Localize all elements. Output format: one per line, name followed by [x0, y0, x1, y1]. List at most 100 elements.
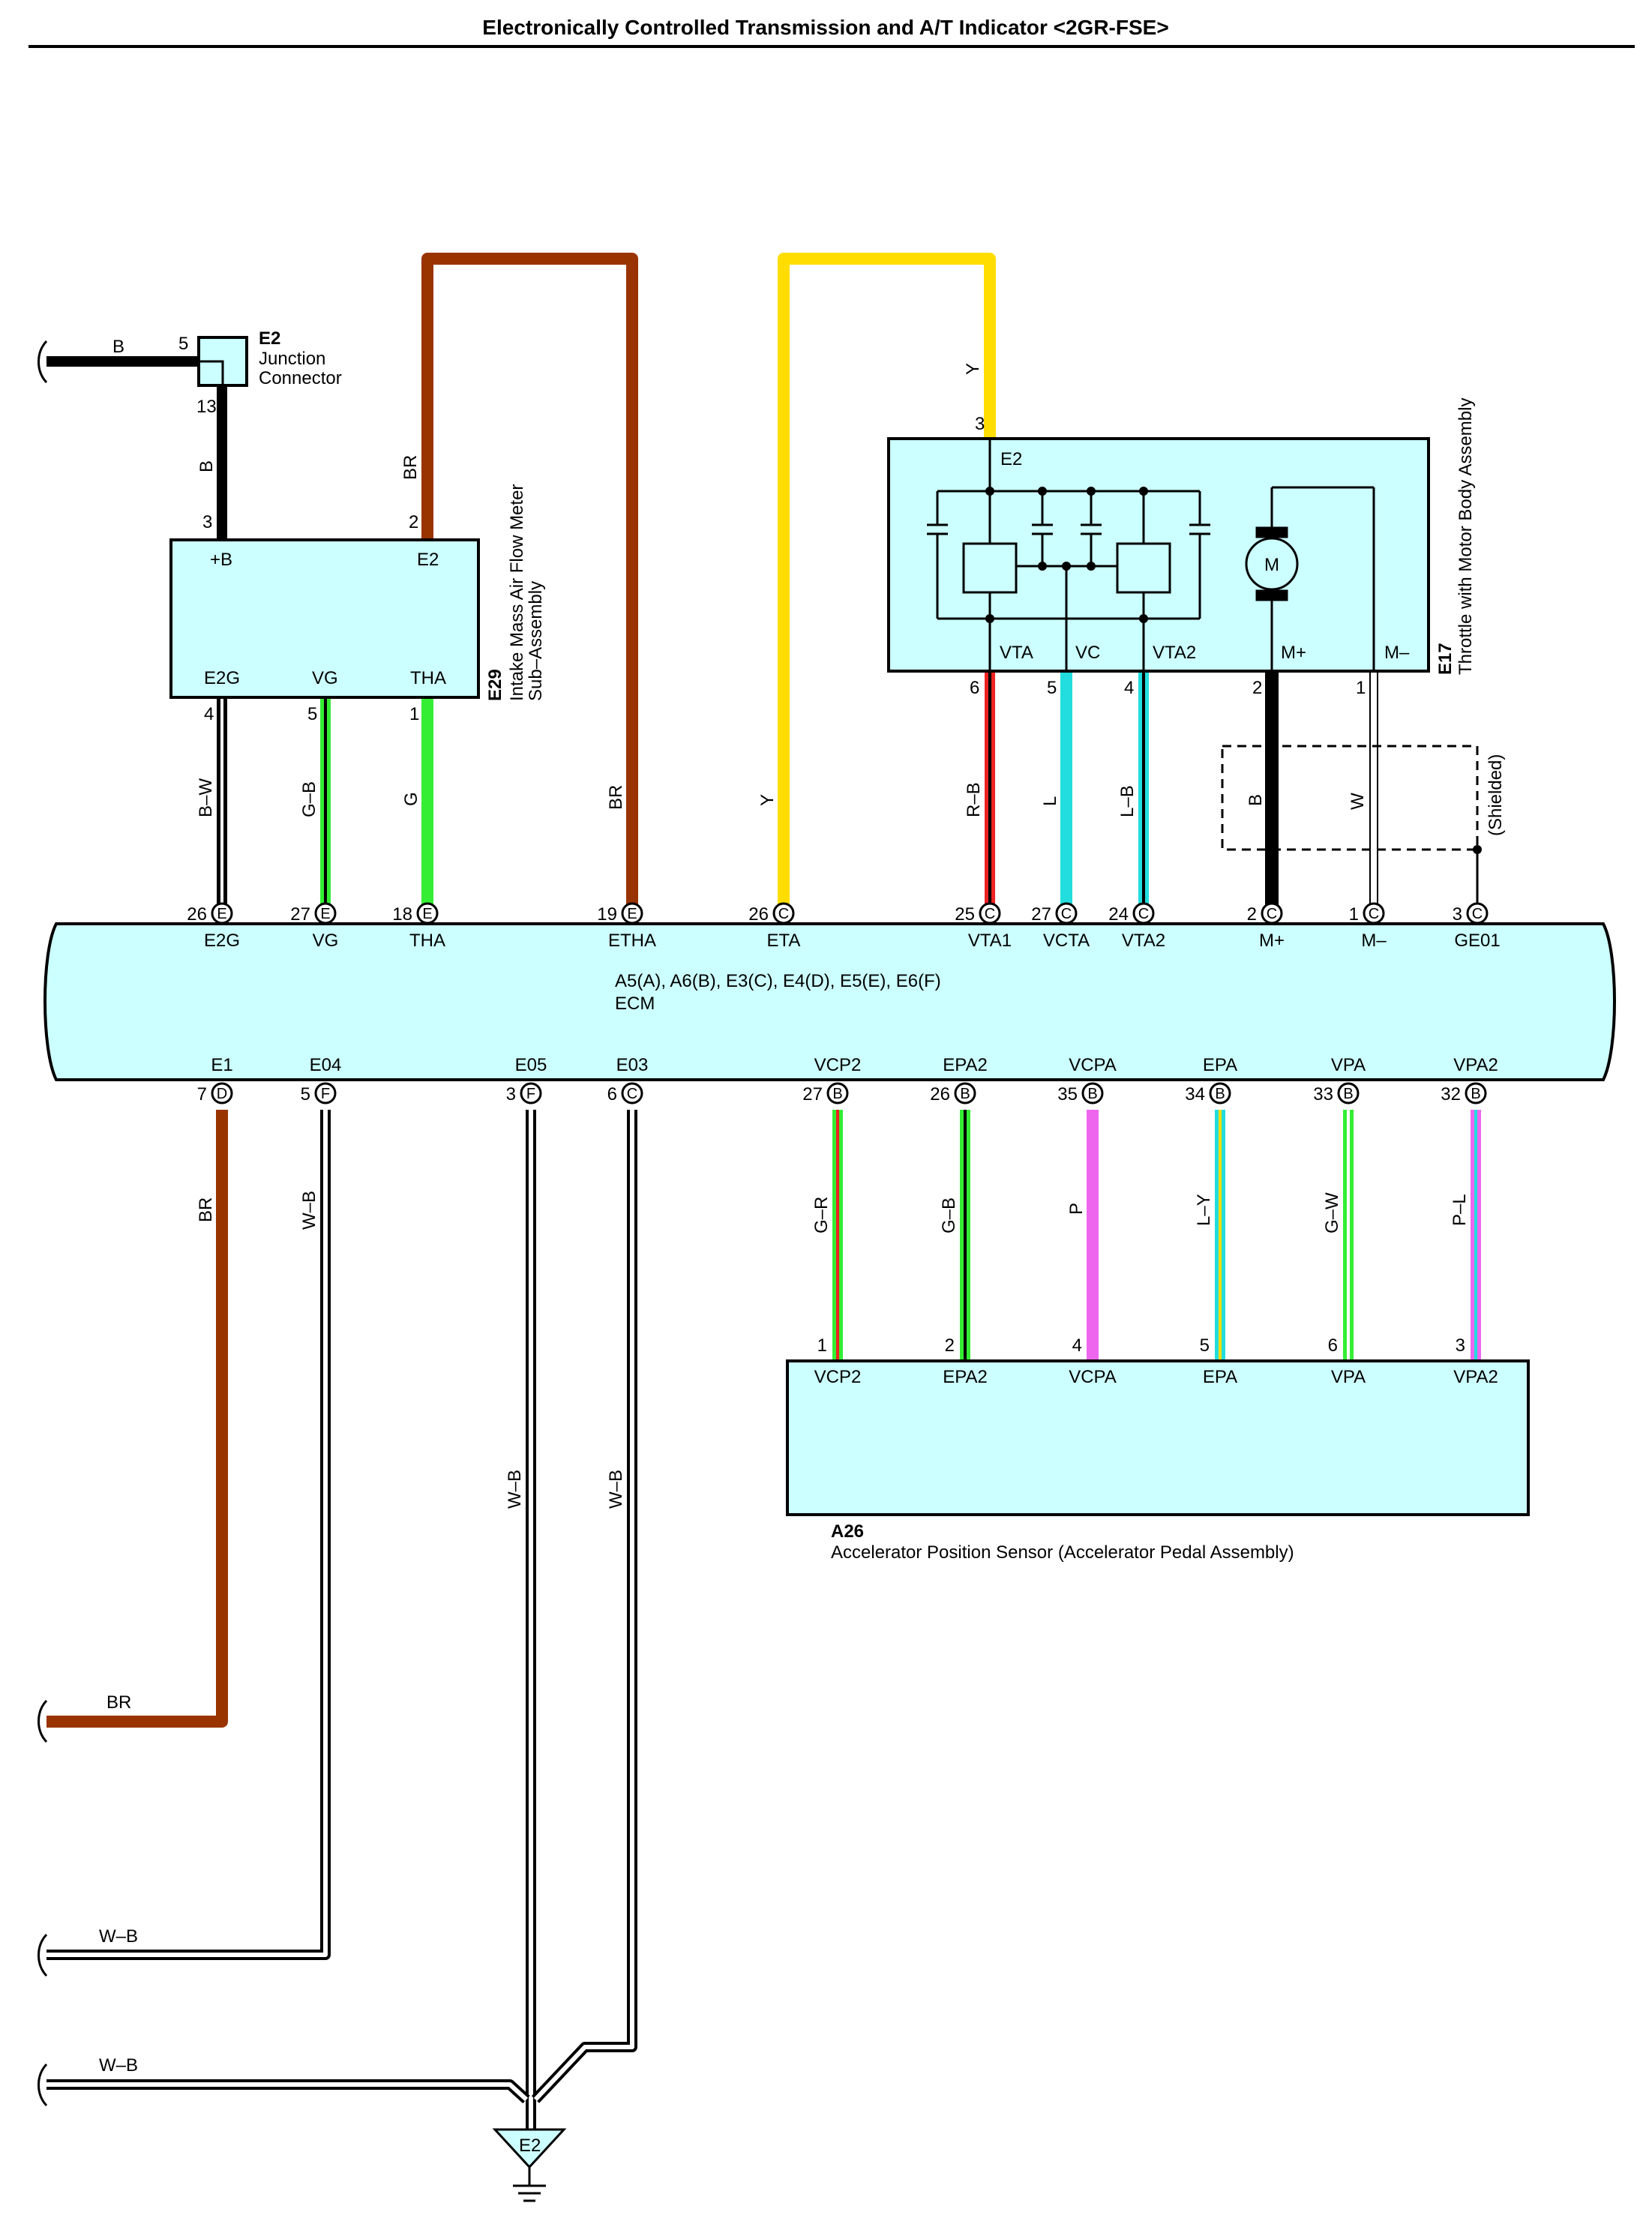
e17-pin-vta: VTA	[1000, 643, 1033, 663]
e29-pin-3: 3	[202, 512, 212, 532]
terminal-pin-number: 26	[187, 904, 207, 925]
e17-pin-mplus: M+	[1281, 643, 1306, 663]
e17-junction-dots	[985, 487, 1148, 623]
ground-label: E2	[519, 2136, 541, 2156]
wire-label-br-e29: BR	[400, 455, 421, 480]
terminal-circle	[520, 1082, 542, 1105]
wire-label-gw: G–W	[1322, 1192, 1342, 1233]
terminal-circle	[211, 1082, 233, 1105]
terminal-label: GE01	[1454, 931, 1500, 951]
ecm-bottom-terminals: D7E1F5E04F3E05C6E03B27VCP2B26EPA2B35VCPA…	[197, 1055, 1498, 1105]
terminal-label: ETHA	[608, 931, 656, 951]
wire-label-gb-epa2: G–B	[939, 1197, 959, 1233]
terminal-pin-number: 27	[1031, 904, 1051, 925]
e2-junction-inner	[197, 360, 224, 387]
terminal-circle	[621, 902, 643, 925]
wire-label-b-mplus: B	[1246, 794, 1266, 806]
wire-label-gb: G–B	[299, 781, 319, 817]
a26-pin-label: EPA	[1203, 1367, 1237, 1387]
terminal-pin-number: 6	[607, 1084, 617, 1105]
terminal-label: M+	[1259, 931, 1285, 951]
e29-name2: Sub–Assembly	[526, 581, 546, 701]
wire-label-gr: G–R	[811, 1197, 832, 1233]
wire-label-p: P	[1066, 1203, 1087, 1215]
terminal-label: VPA	[1331, 1055, 1366, 1075]
wire-label-bw: B–W	[196, 778, 216, 817]
terminal-circle	[621, 1082, 643, 1105]
e2-junction-name2: Connector	[259, 368, 342, 388]
ecm-name: ECM	[615, 994, 655, 1014]
wire-label-b-left: B	[112, 337, 124, 357]
wire-label-b-junction: B	[196, 460, 217, 472]
a26-pin-label: VPA	[1331, 1367, 1366, 1387]
e29-box	[169, 538, 480, 699]
shield-box	[1221, 745, 1479, 851]
terminal-connector-letter: E	[422, 906, 432, 922]
a26-pin-number: 6	[1328, 1335, 1338, 1356]
terminal-connector-letter: B	[960, 1086, 970, 1102]
e2-junction-name1: Junction	[259, 349, 325, 369]
e17-pin-2: 2	[1252, 678, 1262, 698]
e29-code: E29	[485, 669, 505, 701]
terminal-label: VTA2	[1122, 931, 1165, 951]
wire-label-pl: P–L	[1450, 1194, 1470, 1226]
terminal-pin-number: 27	[802, 1084, 823, 1105]
terminal-circle	[416, 902, 439, 925]
e17-sensor-circuit	[927, 439, 1210, 671]
terminal-circle	[826, 1082, 849, 1105]
terminal-label: E1	[211, 1055, 232, 1075]
terminal-pin-number: 19	[597, 904, 617, 925]
terminal-connector-letter: E	[217, 906, 226, 922]
terminal-circle	[979, 902, 1001, 925]
e17-pin-4: 4	[1124, 678, 1134, 698]
terminal-connector-letter: C	[1369, 906, 1379, 922]
e29-pin-plusb: +B	[210, 550, 232, 570]
terminal-connector-letter: F	[321, 1086, 330, 1102]
wire-label-w: W	[1348, 793, 1368, 810]
terminal-connector-letter: F	[526, 1086, 535, 1102]
terminal-label: VTA1	[968, 931, 1012, 951]
terminal-label: E05	[515, 1055, 547, 1075]
terminal-pin-number: 2	[1247, 904, 1257, 925]
wire-br-e1	[46, 1110, 228, 1728]
shield-node	[1473, 845, 1482, 854]
terminal-circle	[1337, 1082, 1360, 1105]
page-title: Electronically Controlled Transmission a…	[482, 16, 1168, 39]
terminal-circle	[211, 902, 233, 925]
terminal-connector-letter: D	[217, 1086, 227, 1102]
ecm-terminal-top-8: C2M+	[1247, 902, 1285, 951]
terminal-label: E03	[616, 1055, 649, 1075]
terminal-pin-number: 1	[1349, 904, 1359, 925]
wire-label-br-left: BR	[106, 1692, 131, 1713]
terminal-pin-number: 35	[1057, 1084, 1078, 1105]
terminal-label: E2G	[204, 931, 240, 951]
terminal-pin-number: 7	[197, 1084, 207, 1105]
wire-label-ly: L–Y	[1194, 1194, 1214, 1226]
e29-pin-vg: VG	[312, 668, 338, 688]
terminal-connector-letter: C	[1472, 906, 1483, 922]
e29-name1: Intake Mass Air Flow Meter	[507, 484, 527, 701]
terminal-label: VCP2	[814, 1055, 862, 1075]
a26-pin-label: VCP2	[814, 1367, 862, 1387]
terminal-circle	[1261, 902, 1283, 925]
terminal-connector-letter: C	[1061, 906, 1072, 922]
a26-pin-label: EPA2	[943, 1367, 988, 1387]
e17-pin-vta2: VTA2	[1153, 643, 1196, 663]
e29-pin-tha: THA	[410, 668, 446, 688]
a26-code: A26	[831, 1521, 864, 1542]
e29-pin-e2g: E2G	[204, 668, 240, 688]
wire-y-eta	[778, 253, 996, 913]
